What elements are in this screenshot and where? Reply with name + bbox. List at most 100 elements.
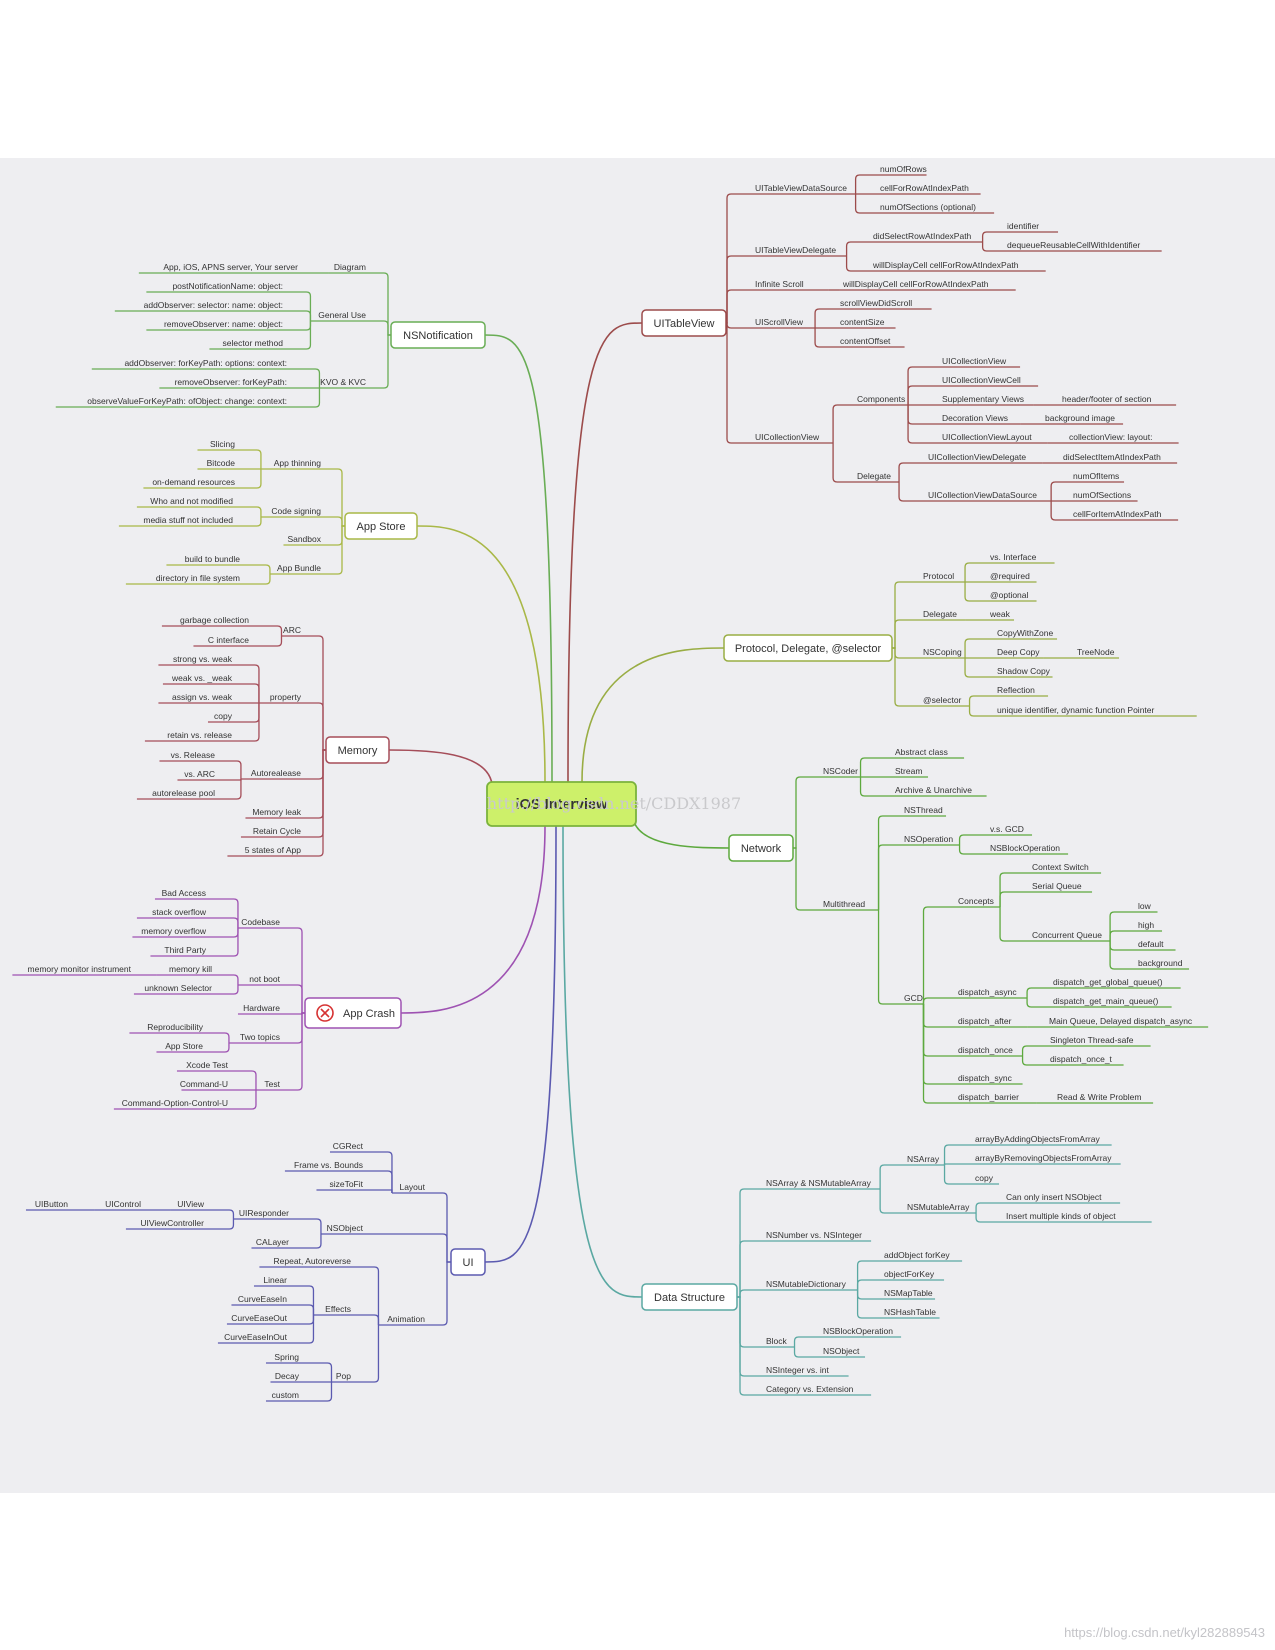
node-connector: [210, 898, 239, 928]
node-connector: [219, 760, 242, 779]
node-nsblockoperation: NSBlockOperation: [823, 1326, 893, 1336]
node-who-and-not-modified: Who and not modified: [150, 496, 233, 506]
node-connector: [1109, 930, 1134, 941]
node-connector: [370, 334, 391, 389]
node-gcd: GCD: [904, 993, 923, 1003]
node-code-signing: Code signing: [271, 506, 321, 516]
node-connector: [793, 1336, 819, 1347]
node-scrollviewdidscroll: scrollViewDidScroll: [840, 298, 912, 308]
node-connector: [726, 255, 751, 324]
node-connector: [1109, 941, 1134, 970]
node-cellforrowatindexpath: cellForRowAtIndexPath: [880, 183, 969, 193]
node-curveeaseout: CurveEaseOut: [231, 1313, 287, 1323]
branch-protocol[interactable]: Protocol, Delegate, @selector: [723, 634, 893, 662]
node-connector: [854, 194, 876, 214]
branch-ui[interactable]: UI: [450, 1248, 486, 1276]
node-unique-identifier-dynamic-function-point: unique identifier, dynamic function Poin…: [997, 705, 1155, 715]
node-codebase: Codebase: [241, 917, 280, 927]
node-hardware: Hardware: [243, 1003, 280, 1013]
branch-appstore[interactable]: App Store: [344, 512, 418, 540]
node-unknown-selector: unknown Selector: [144, 983, 212, 993]
node-connector: [1109, 911, 1134, 941]
node-connector: [726, 193, 751, 324]
node-connector: [244, 574, 271, 585]
node-spring: Spring: [274, 1352, 299, 1362]
node-background: background: [1138, 958, 1183, 968]
node-garbage-collection: garbage collection: [180, 615, 249, 625]
branch-label: Data Structure: [654, 1292, 725, 1304]
node-memory-kill: memory kill: [169, 964, 212, 974]
node-connector: [856, 1290, 880, 1319]
node-connector: [236, 703, 260, 723]
node-sandbox: Sandbox: [287, 534, 321, 544]
node-connector: [370, 320, 391, 336]
root-node[interactable]: iOS Interview: [486, 781, 637, 827]
node-connector: [216, 985, 239, 995]
node-connector: [287, 321, 312, 350]
node-connector: [305, 635, 326, 751]
branch-nsnotification[interactable]: NSNotification: [390, 321, 486, 349]
node-default: default: [1138, 939, 1164, 949]
node-weak: weak: [989, 609, 1011, 619]
branch-uitableview[interactable]: UITableView: [641, 309, 727, 337]
branch-box: [641, 1283, 738, 1311]
node-uiscrollview: UIScrollView: [755, 317, 804, 327]
node-connector: [236, 664, 260, 703]
node-diagram: Diagram: [334, 262, 366, 272]
node-connector: [429, 1192, 451, 1263]
branch-datastructure[interactable]: Data Structure: [641, 1283, 738, 1311]
node-5-states-of-app: 5 states of App: [245, 845, 302, 855]
root-connector-protocol: [581, 647, 725, 783]
node-v-s-gcd: v.s. GCD: [990, 824, 1024, 834]
node-dispatch-async: dispatch_async: [958, 987, 1017, 997]
node-nsmaptable: NSMapTable: [884, 1288, 933, 1298]
root-connector-uitableview: [567, 322, 643, 783]
node-connector: [219, 779, 242, 800]
node-connector: [958, 845, 986, 855]
node-connector: [1021, 1045, 1046, 1056]
branch-network[interactable]: Network: [728, 834, 794, 862]
node-decay: Decay: [275, 1371, 300, 1381]
node-connector: [207, 1043, 230, 1053]
node-connector: [232, 1090, 257, 1110]
node-connector: [1109, 941, 1134, 951]
node-calayer: CALayer: [256, 1237, 289, 1247]
node-singleton-thread-safe: Singleton Thread-safe: [1050, 1035, 1134, 1045]
node-reproducibility: Reproducibility: [147, 1022, 203, 1032]
node-connector: [237, 506, 262, 517]
node-connector: [1050, 501, 1069, 521]
node-connector: [737, 1289, 762, 1298]
node-collectionview-layout: collectionView: layout:: [1069, 432, 1152, 442]
node-directory-in-file-system: directory in file system: [156, 573, 240, 583]
node-connector: [355, 1325, 380, 1383]
node-connector: [325, 516, 345, 527]
node-contentsize: contentSize: [840, 317, 885, 327]
mindmap: UITableViewDataSourcenumOfRowscellForRow…: [12, 164, 1209, 1402]
node-postnotificationname-object: postNotificationName: object:: [172, 281, 283, 291]
node-connector: [429, 1261, 451, 1326]
node-dequeuereusablecellwithidentifier: dequeueReusableCellWithIdentifier: [1007, 240, 1140, 250]
node-connector: [208, 1209, 235, 1219]
node-repeat-autoreverse: Repeat, Autoreverse: [274, 1256, 352, 1266]
node-didselectrowatindexpath: didSelectRowAtIndexPath: [873, 231, 972, 241]
node-memory-overflow: memory overflow: [141, 926, 207, 936]
branch-memory[interactable]: Memory: [325, 736, 390, 764]
node-delegate: Delegate: [923, 609, 957, 619]
node-abstract-class: Abstract class: [895, 747, 948, 757]
node-custom: custom: [272, 1390, 299, 1400]
connector-lines: [12, 174, 1209, 1402]
node-connector: [370, 272, 391, 336]
node-assign-vs-weak: assign vs. weak: [172, 692, 233, 702]
node-removeobserver-name-object: removeObserver: name: object:: [164, 319, 283, 329]
node-connector: [210, 928, 239, 957]
node-layout: Layout: [399, 1182, 425, 1192]
node-connector: [793, 1347, 819, 1358]
node-connector: [284, 1012, 305, 1091]
node-optional: @optional: [990, 590, 1029, 600]
branch-label: UITableView: [654, 318, 715, 330]
node-nsmutabledictionary: NSMutableDictionary: [766, 1279, 847, 1289]
branch-appcrash[interactable]: App Crash: [304, 997, 402, 1029]
node-uicontrol: UIControl: [105, 1199, 141, 1209]
branch-label: Network: [741, 843, 782, 855]
node-connector: [892, 647, 919, 707]
